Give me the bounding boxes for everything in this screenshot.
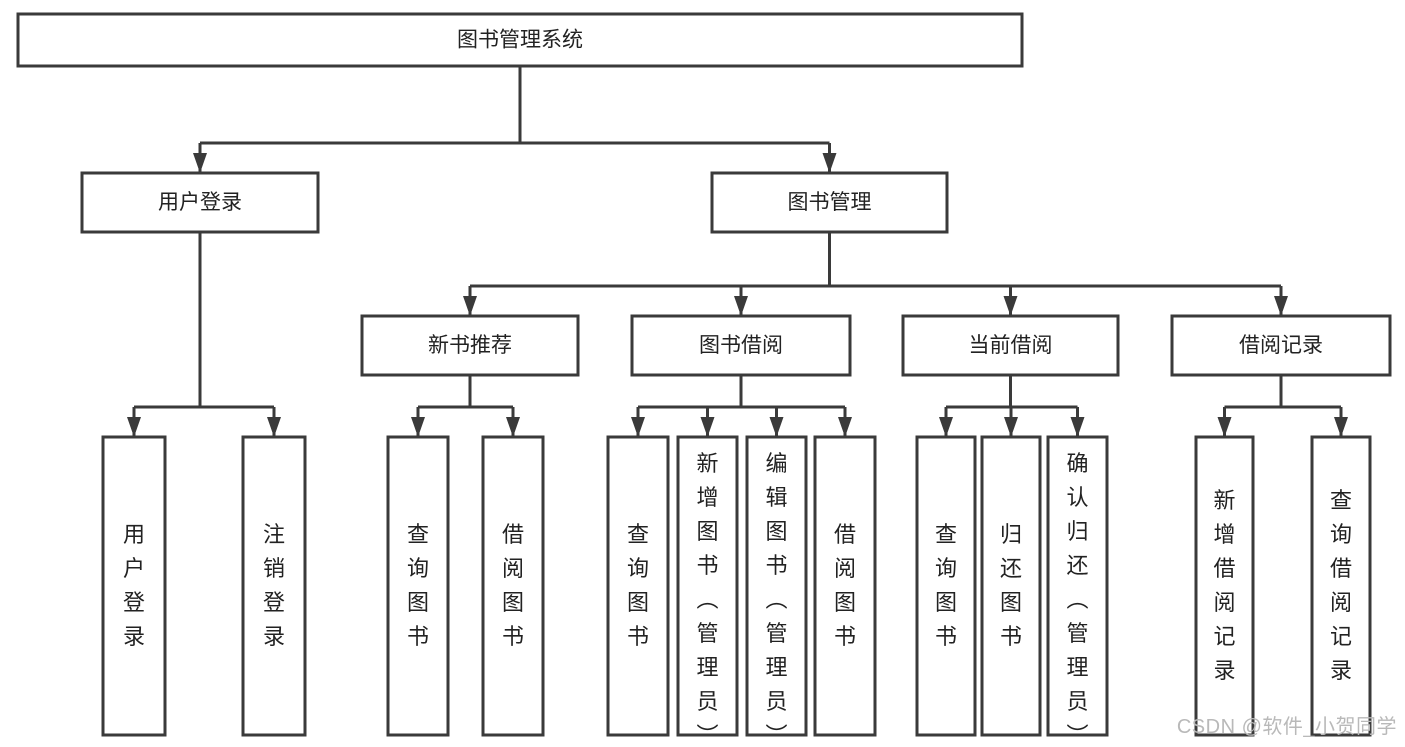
arrow-head-icon (411, 417, 425, 437)
node-book-manage[interactable]: 图书管理 (710, 171, 949, 234)
node-box[interactable] (676, 435, 739, 737)
node-label: 借阅图书 (834, 522, 856, 649)
node-root[interactable]: 图书管理系统 (16, 12, 1024, 68)
arrow-head-icon (1070, 417, 1085, 437)
connector-layer (127, 66, 1348, 437)
node-leaf-query-book-3[interactable]: 查询图书 (915, 435, 977, 737)
node-leaf-user-login[interactable]: 用户登录 (101, 435, 167, 737)
node-leaf-query-record[interactable]: 查询借阅记录 (1310, 435, 1372, 737)
node-layer: 图书管理系统用户登录图书管理新书推荐图书借阅当前借阅借阅记录用户登录注销登录查询… (16, 12, 1392, 747)
node-box[interactable] (980, 435, 1042, 737)
arrow-head-icon (127, 417, 141, 437)
node-leaf-return-book[interactable]: 归还图书 (980, 435, 1042, 737)
node-label: 归还图书 (1000, 522, 1022, 649)
node-box[interactable] (16, 12, 1024, 68)
node-label: 用户登录 (123, 522, 145, 649)
node-box[interactable] (606, 435, 670, 737)
node-box[interactable] (710, 171, 949, 234)
node-label: 图书管理系统 (457, 29, 583, 52)
arrow-head-icon (1334, 417, 1348, 437)
arrow-head-icon (939, 417, 953, 437)
node-leaf-query-book-1[interactable]: 查询图书 (386, 435, 450, 737)
arrow-head-icon (267, 417, 281, 437)
node-box[interactable] (1194, 435, 1255, 737)
arrow-head-icon (1274, 296, 1288, 316)
node-leaf-confirm-return[interactable]: 确认归还︵管理员︶ (1046, 435, 1109, 747)
node-label: 新增借阅记录 (1213, 488, 1235, 683)
arrow-head-icon (838, 417, 852, 437)
node-box[interactable] (360, 314, 580, 377)
node-leaf-edit-book[interactable]: 编辑图书︵管理员︶ (745, 435, 808, 747)
node-label: 借阅记录 (1239, 334, 1323, 357)
node-box[interactable] (101, 435, 167, 737)
node-label: 确认归还︵管理员︶ (1066, 451, 1088, 747)
node-label: 借阅图书 (502, 522, 524, 649)
node-box[interactable] (630, 314, 852, 377)
node-label: 当前借阅 (969, 334, 1053, 357)
node-label: 查询图书 (935, 522, 957, 649)
node-box[interactable] (1310, 435, 1372, 737)
arrow-head-icon (700, 417, 715, 437)
node-current-borrow[interactable]: 当前借阅 (901, 314, 1120, 377)
arrow-head-icon (822, 153, 837, 173)
node-box[interactable] (386, 435, 450, 737)
node-leaf-query-book-2[interactable]: 查询图书 (606, 435, 670, 737)
node-label: 注销登录 (263, 522, 285, 649)
node-box[interactable] (241, 435, 307, 737)
node-box[interactable] (1046, 435, 1109, 737)
node-box[interactable] (80, 171, 320, 234)
node-leaf-borrow-book-2[interactable]: 借阅图书 (813, 435, 877, 737)
node-borrow-record[interactable]: 借阅记录 (1170, 314, 1392, 377)
arrow-head-icon (193, 153, 207, 173)
node-box[interactable] (813, 435, 877, 737)
node-leaf-add-record[interactable]: 新增借阅记录 (1194, 435, 1255, 737)
node-leaf-logout[interactable]: 注销登录 (241, 435, 307, 737)
node-box[interactable] (1170, 314, 1392, 377)
arrow-head-icon (631, 417, 645, 437)
node-box[interactable] (745, 435, 808, 737)
node-leaf-borrow-book-1[interactable]: 借阅图书 (481, 435, 545, 737)
arrow-head-icon (1004, 417, 1018, 437)
arrow-head-icon (1003, 296, 1018, 316)
node-box[interactable] (915, 435, 977, 737)
node-label: 查询图书 (407, 522, 429, 649)
node-book-borrow[interactable]: 图书借阅 (630, 314, 852, 377)
node-box[interactable] (481, 435, 545, 737)
node-new-book-rec[interactable]: 新书推荐 (360, 314, 580, 377)
node-label: 用户登录 (158, 191, 242, 214)
arrow-head-icon (506, 417, 520, 437)
arrow-head-icon (769, 417, 784, 437)
node-label: 图书借阅 (699, 334, 783, 357)
arrow-head-icon (463, 296, 477, 316)
node-label: 查询借阅记录 (1330, 488, 1352, 683)
node-label: 新增图书︵管理员︶ (696, 451, 718, 747)
node-leaf-add-book[interactable]: 新增图书︵管理员︶ (676, 435, 739, 747)
node-box[interactable] (901, 314, 1120, 377)
node-user-login[interactable]: 用户登录 (80, 171, 320, 234)
arrow-head-icon (734, 296, 748, 316)
watermark-text: CSDN @软件_小贺同学 (1176, 716, 1397, 738)
arrow-head-icon (1217, 417, 1232, 437)
node-label: 查询图书 (627, 522, 649, 649)
node-label: 图书管理 (788, 191, 872, 214)
node-label: 编辑图书︵管理员︶ (765, 451, 787, 747)
node-label: 新书推荐 (428, 334, 512, 357)
